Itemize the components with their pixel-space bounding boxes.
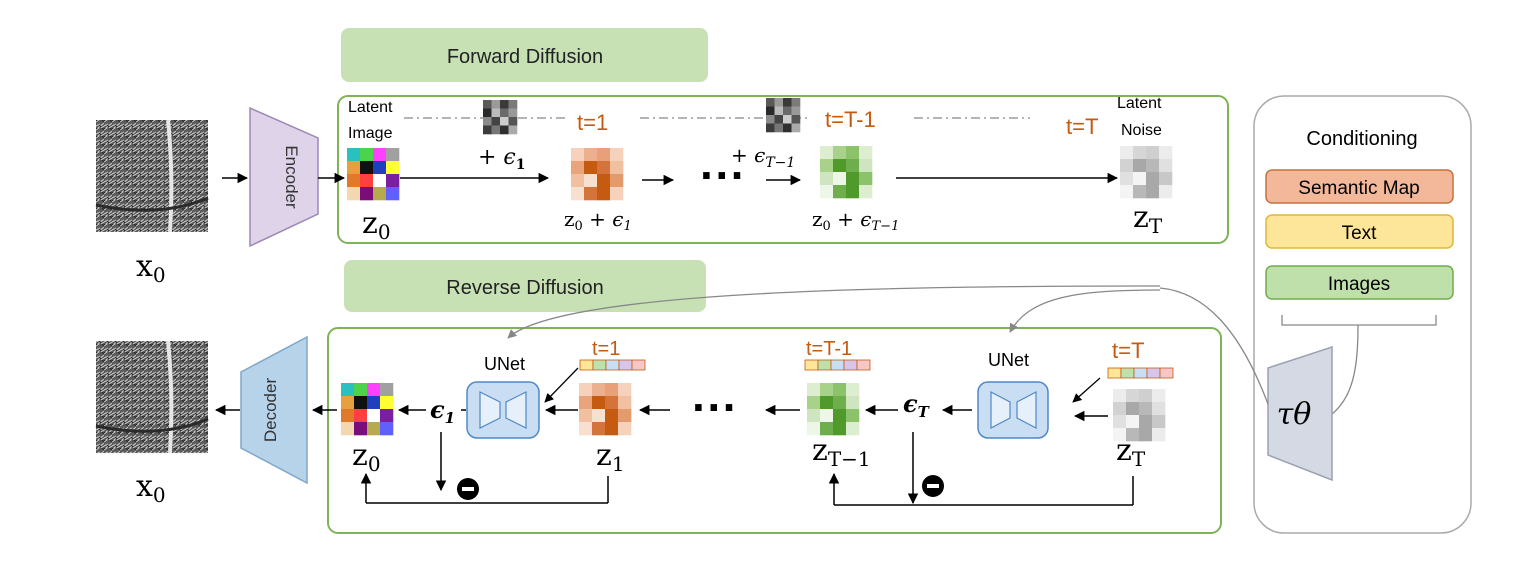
zT-forward-label: zT <box>1133 200 1163 238</box>
timestep-embedding-tT1 <box>804 359 871 371</box>
subtraction-loop-left <box>360 432 609 504</box>
forward-diffusion-title: Forward Diffusion <box>447 46 603 68</box>
condition-images: Images <box>1265 265 1454 300</box>
t1-forward-label: t=1 <box>577 110 608 135</box>
minus-icon-right <box>922 475 944 497</box>
zT-reverse-label: zT <box>1116 433 1146 471</box>
condition-text: Text <box>1265 214 1454 249</box>
reverse-diffusion-title: Reverse Diffusion <box>446 277 603 299</box>
latent-image-label: Latent Image <box>348 99 397 142</box>
condition-semantic-map-label: Semantic Map <box>1298 178 1419 199</box>
epsT1-forward-label: + ϵT−1 <box>731 143 795 171</box>
subtraction-loop-right <box>828 432 1134 506</box>
timestep-embedding-t1 <box>579 359 646 371</box>
x0-bottom-label: x0 <box>136 469 166 507</box>
arrow-timestep-to-right-unet <box>1072 377 1101 403</box>
z1-reverse-label: z1 <box>596 438 625 476</box>
latent-grid-z1-forward <box>571 148 624 201</box>
unet-right-block <box>977 381 1049 439</box>
unet-left-block <box>466 381 540 439</box>
z0-reverse-label: z0 <box>352 438 381 476</box>
latent-noise-label: Latent Noise <box>1117 95 1166 139</box>
arrow-timestep-to-left-unet <box>544 367 579 403</box>
reverse-dots: ··· <box>692 381 738 433</box>
forward-dots: ··· <box>700 149 746 201</box>
latent-grid-z0-reverse <box>341 383 394 436</box>
condition-brace <box>1281 315 1437 326</box>
minus-icon-left <box>457 478 479 500</box>
epsT-reverse-label: ϵT <box>903 389 931 421</box>
condition-images-label: Images <box>1328 274 1390 295</box>
arrow-condition-to-right-unet <box>1009 289 1161 333</box>
eps1-forward-label: + ϵ1 <box>478 145 526 173</box>
latent-grid-zT1-reverse <box>807 383 860 436</box>
noise-patch-1 <box>483 100 518 135</box>
latent-grid-z1-reverse <box>579 383 632 436</box>
z0-eps1-forward-label: z0 + ϵ1 <box>564 207 632 234</box>
zT1-reverse-label: zT−1 <box>812 433 871 471</box>
unet-left-label: UNet <box>484 354 525 374</box>
z0-forward-label: z0 <box>362 206 391 244</box>
tau-theta-label: τθ <box>1277 397 1312 432</box>
tT1-reverse-label: t=T-1 <box>806 338 852 360</box>
encoder: Encoder <box>249 106 319 248</box>
tau-theta-encoder: τθ <box>1267 345 1333 482</box>
arrow-condition-to-left-unet <box>507 285 1161 339</box>
timestep-embedding-tT <box>1107 367 1174 379</box>
reverse-diffusion-title-box: Reverse Diffusion <box>344 260 706 312</box>
conditioning-panel <box>1253 95 1472 534</box>
condition-semantic-map: Semantic Map <box>1265 169 1454 204</box>
z0-epsT1-forward-label: z0 + ϵT−1 <box>812 207 899 234</box>
unet-right-label: UNet <box>988 350 1029 370</box>
x0-top-label: x0 <box>136 249 166 287</box>
tT-forward-label: t=T <box>1066 114 1098 139</box>
noise-patch-2 <box>766 98 801 133</box>
conditioning-title: Conditioning <box>1306 128 1417 150</box>
input-image <box>95 119 209 233</box>
latent-grid-zT-reverse <box>1113 389 1166 442</box>
t1-reverse-label: t=1 <box>592 338 620 360</box>
decoder-label: Decoder <box>261 378 280 443</box>
forward-panel <box>337 95 1229 244</box>
arrow-tau-to-condition <box>1159 287 1269 405</box>
tT1-forward-label: t=T-1 <box>825 107 876 132</box>
tT-reverse-label: t=T <box>1112 338 1144 363</box>
latent-grid-zT1-forward <box>820 146 873 199</box>
eps1-reverse-label: ϵ1 <box>430 395 455 427</box>
latent-grid-z0-forward <box>347 148 400 201</box>
condition-text-label: Text <box>1342 223 1378 244</box>
reverse-panel <box>327 327 1222 534</box>
decoder: Decoder <box>240 335 308 485</box>
latent-grid-zT-forward <box>1120 146 1173 199</box>
encoder-label: Encoder <box>282 145 301 209</box>
output-image <box>95 340 209 454</box>
forward-diffusion-title-box: Forward Diffusion <box>341 28 708 82</box>
